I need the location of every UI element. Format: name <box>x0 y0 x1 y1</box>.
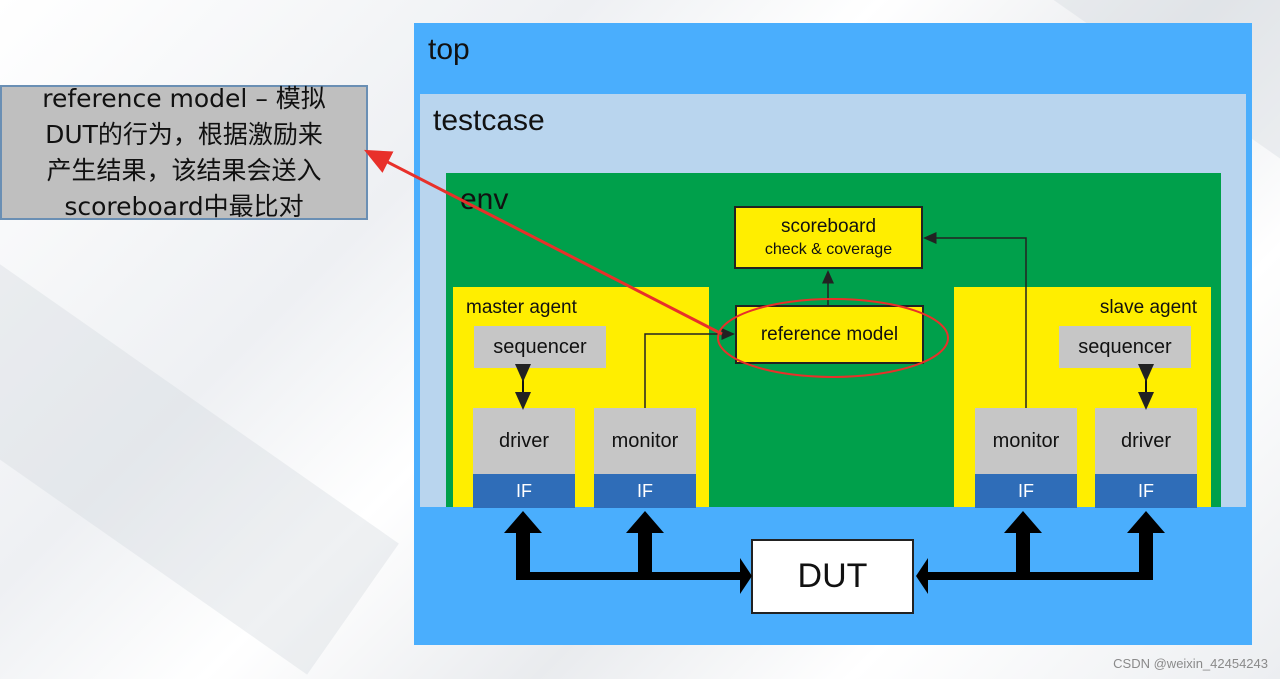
watermark: CSDN @weixin_42454243 <box>1113 656 1268 671</box>
reference-model-box: reference model <box>735 305 924 364</box>
master-monitor-if-label: IF <box>637 480 653 501</box>
slave-monitor-label: monitor <box>992 429 1060 452</box>
slave-driver: driver <box>1095 408 1197 474</box>
reference-model-note: reference model – 模拟 DUT的行为，根据激励来 产生结果，该… <box>0 84 368 221</box>
reference-model-label: reference model <box>760 323 899 345</box>
slave-driver-if-label: IF <box>1138 480 1154 501</box>
master-monitor-label: monitor <box>611 429 679 452</box>
master-driver-label: driver <box>498 429 549 452</box>
testcase-label: testcase <box>433 104 545 137</box>
note-line-1: reference model – 模拟 <box>42 83 326 113</box>
master-driver-if-label: IF <box>516 480 532 501</box>
slave-driver-if: IF <box>1095 474 1197 508</box>
slave-monitor: monitor <box>975 408 1077 474</box>
master-sequencer: sequencer <box>474 326 606 368</box>
slave-sequencer-label: sequencer <box>1078 335 1172 358</box>
master-sequencer-label: sequencer <box>493 335 587 358</box>
note-line-2: DUT的行为，根据激励来 <box>45 119 323 149</box>
scoreboard-subtitle: check & coverage <box>764 241 893 258</box>
note-line-4: scoreboard中最比对 <box>64 191 304 221</box>
master-agent-label: master agent <box>466 297 577 318</box>
slave-monitor-if: IF <box>975 474 1077 508</box>
note-line-3: 产生结果，该结果会送入 <box>46 155 322 185</box>
background-facet <box>0 245 399 675</box>
master-driver-if: IF <box>473 474 575 508</box>
slave-sequencer: sequencer <box>1059 326 1191 368</box>
scoreboard-box: scoreboard check & coverage <box>734 206 923 269</box>
top-label: top <box>428 33 470 66</box>
slave-driver-label: driver <box>1120 429 1171 452</box>
env-label: env <box>460 183 509 216</box>
master-monitor: monitor <box>594 408 696 474</box>
slave-monitor-if-label: IF <box>1018 480 1034 501</box>
dut-label: DUT <box>797 557 868 595</box>
slave-agent-label: slave agent <box>1099 297 1197 318</box>
dut-box: DUT <box>751 539 914 614</box>
master-driver: driver <box>473 408 575 474</box>
master-monitor-if: IF <box>594 474 696 508</box>
scoreboard-title: scoreboard <box>780 216 877 237</box>
